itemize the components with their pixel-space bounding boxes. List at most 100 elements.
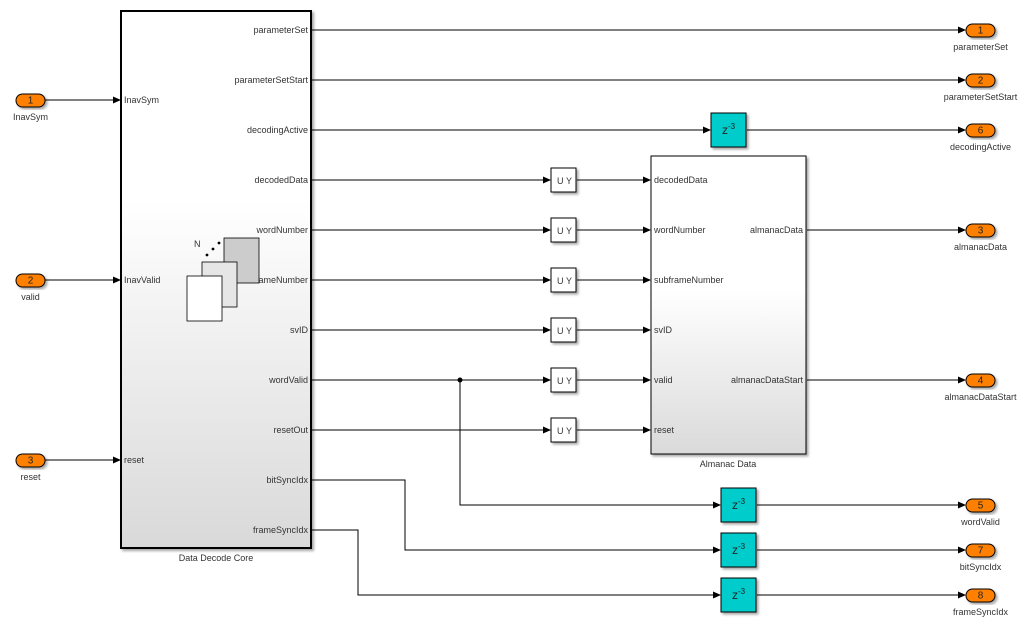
outport-label: parameterSetStart <box>944 92 1018 102</box>
almanac-input-port-label: valid <box>654 375 673 385</box>
outport-number: 3 <box>978 226 984 237</box>
outport-8[interactable]: 8 frameSyncIdx <box>953 588 1009 617</box>
core-output-port-label: wordValid <box>268 375 308 385</box>
core-output-port-label: parameterSetStart <box>234 75 308 85</box>
almanac-input-port-label: decodedData <box>654 175 708 185</box>
inport-number: 1 <box>28 96 34 107</box>
almanac-data-block[interactable]: decodedDatawordNumbersubframeNumbersvIDv… <box>650 155 807 469</box>
almanac-output-port-label: almanacData <box>750 225 803 235</box>
converter-y-label: Y <box>566 376 572 386</box>
signal-line[interactable] <box>459 380 721 509</box>
unit-delay-block[interactable]: z-3 <box>710 112 747 148</box>
core-input-port-label: reset <box>124 455 145 465</box>
signal-line[interactable] <box>312 529 721 599</box>
converter-u-label: U <box>557 376 564 386</box>
delay-label: z-3 <box>732 587 746 602</box>
outport-label: frameSyncIdx <box>953 607 1009 617</box>
core-output-port-label: svID <box>290 325 309 335</box>
converter-y-label: Y <box>566 276 572 286</box>
inport-label: reset <box>20 472 41 482</box>
outport-number: 5 <box>978 501 984 512</box>
inport-label: InavSym <box>13 112 48 122</box>
branch-point <box>457 377 463 383</box>
outport-number: 6 <box>978 126 984 137</box>
outport-label: almanacData <box>954 242 1007 252</box>
foreach-n-label: N <box>194 239 201 249</box>
inport-number: 2 <box>28 276 34 287</box>
core-output-port-label: decodingActive <box>247 125 308 135</box>
outport-label: bitSyncIdx <box>960 562 1002 572</box>
outport-label: wordValid <box>960 517 1000 527</box>
outport-label: almanacDataStart <box>944 392 1017 402</box>
converter-y-label: Y <box>566 226 572 236</box>
core-input-port-label: InavValid <box>124 275 160 285</box>
core-output-port-label: wordNumber <box>255 225 308 235</box>
core-block-name: Data Decode Core <box>179 553 254 563</box>
delay-base: z <box>732 543 738 557</box>
signal-line[interactable] <box>312 479 721 554</box>
inport-3[interactable]: 3 reset <box>15 453 46 482</box>
for-each-subsystem-icon: N <box>186 237 260 322</box>
delay-base: z <box>722 123 728 137</box>
almanac-input-port-label: subframeNumber <box>654 275 724 285</box>
outport-6[interactable]: 6 decodingActive <box>950 123 1011 152</box>
outport-7[interactable]: 7 bitSyncIdx <box>960 543 1002 572</box>
inport-label: valid <box>21 292 40 302</box>
outport-number: 8 <box>978 591 984 602</box>
delay-exponent: -3 <box>728 122 736 131</box>
core-output-port-label: decodedData <box>254 175 308 185</box>
outport-number: 2 <box>978 76 984 87</box>
converter-y-label: Y <box>566 176 572 186</box>
outport-number: 7 <box>978 546 984 557</box>
outport-5[interactable]: 5 wordValid <box>960 498 1000 527</box>
core-input-port-label: InavSym <box>124 95 159 105</box>
converter-u-label: U <box>557 276 564 286</box>
outport-label: decodingActive <box>950 142 1011 152</box>
core-output-port-label: frameSyncIdx <box>253 525 309 535</box>
delay-exponent: -3 <box>738 497 746 506</box>
outport-2[interactable]: 2 parameterSetStart <box>944 73 1018 102</box>
delay-base: z <box>732 588 738 602</box>
inport-2[interactable]: 2 valid <box>15 273 46 302</box>
delay-label: z-3 <box>722 122 736 137</box>
converter-u-label: U <box>557 326 564 336</box>
converter-u-label: U <box>557 176 564 186</box>
outport-number: 4 <box>978 376 984 387</box>
converter-y-label: Y <box>566 326 572 336</box>
converter-u-label: U <box>557 226 564 236</box>
core-output-port-label: parameterSet <box>253 25 308 35</box>
outport-4[interactable]: 4 almanacDataStart <box>944 373 1017 402</box>
delay-base: z <box>732 498 738 512</box>
almanac-input-port-label: reset <box>654 425 675 435</box>
almanac-block-name: Almanac Data <box>700 459 757 469</box>
outport-3[interactable]: 3 almanacData <box>954 223 1007 252</box>
unit-delay-block[interactable]: z-3 <box>720 577 757 613</box>
core-output-port-label: ameNumber <box>258 275 308 285</box>
core-output-port-label: bitSyncIdx <box>266 475 308 485</box>
converter-y-label: Y <box>566 426 572 436</box>
outport-number: 1 <box>978 26 984 37</box>
unit-delay-block[interactable]: z-3 <box>720 532 757 568</box>
delay-exponent: -3 <box>738 587 746 596</box>
outport-1[interactable]: 1 parameterSet <box>953 23 1008 52</box>
outport-label: parameterSet <box>953 42 1008 52</box>
unit-delay-block[interactable]: z-3 <box>720 487 757 523</box>
delay-label: z-3 <box>732 497 746 512</box>
delay-exponent: -3 <box>738 542 746 551</box>
converter-u-label: U <box>557 426 564 436</box>
delay-label: z-3 <box>732 542 746 557</box>
almanac-output-port-label: almanacDataStart <box>731 375 804 385</box>
core-output-port-label: resetOut <box>273 425 308 435</box>
almanac-input-port-label: wordNumber <box>653 225 706 235</box>
signal-lines <box>45 26 966 599</box>
inport-number: 3 <box>28 456 34 467</box>
